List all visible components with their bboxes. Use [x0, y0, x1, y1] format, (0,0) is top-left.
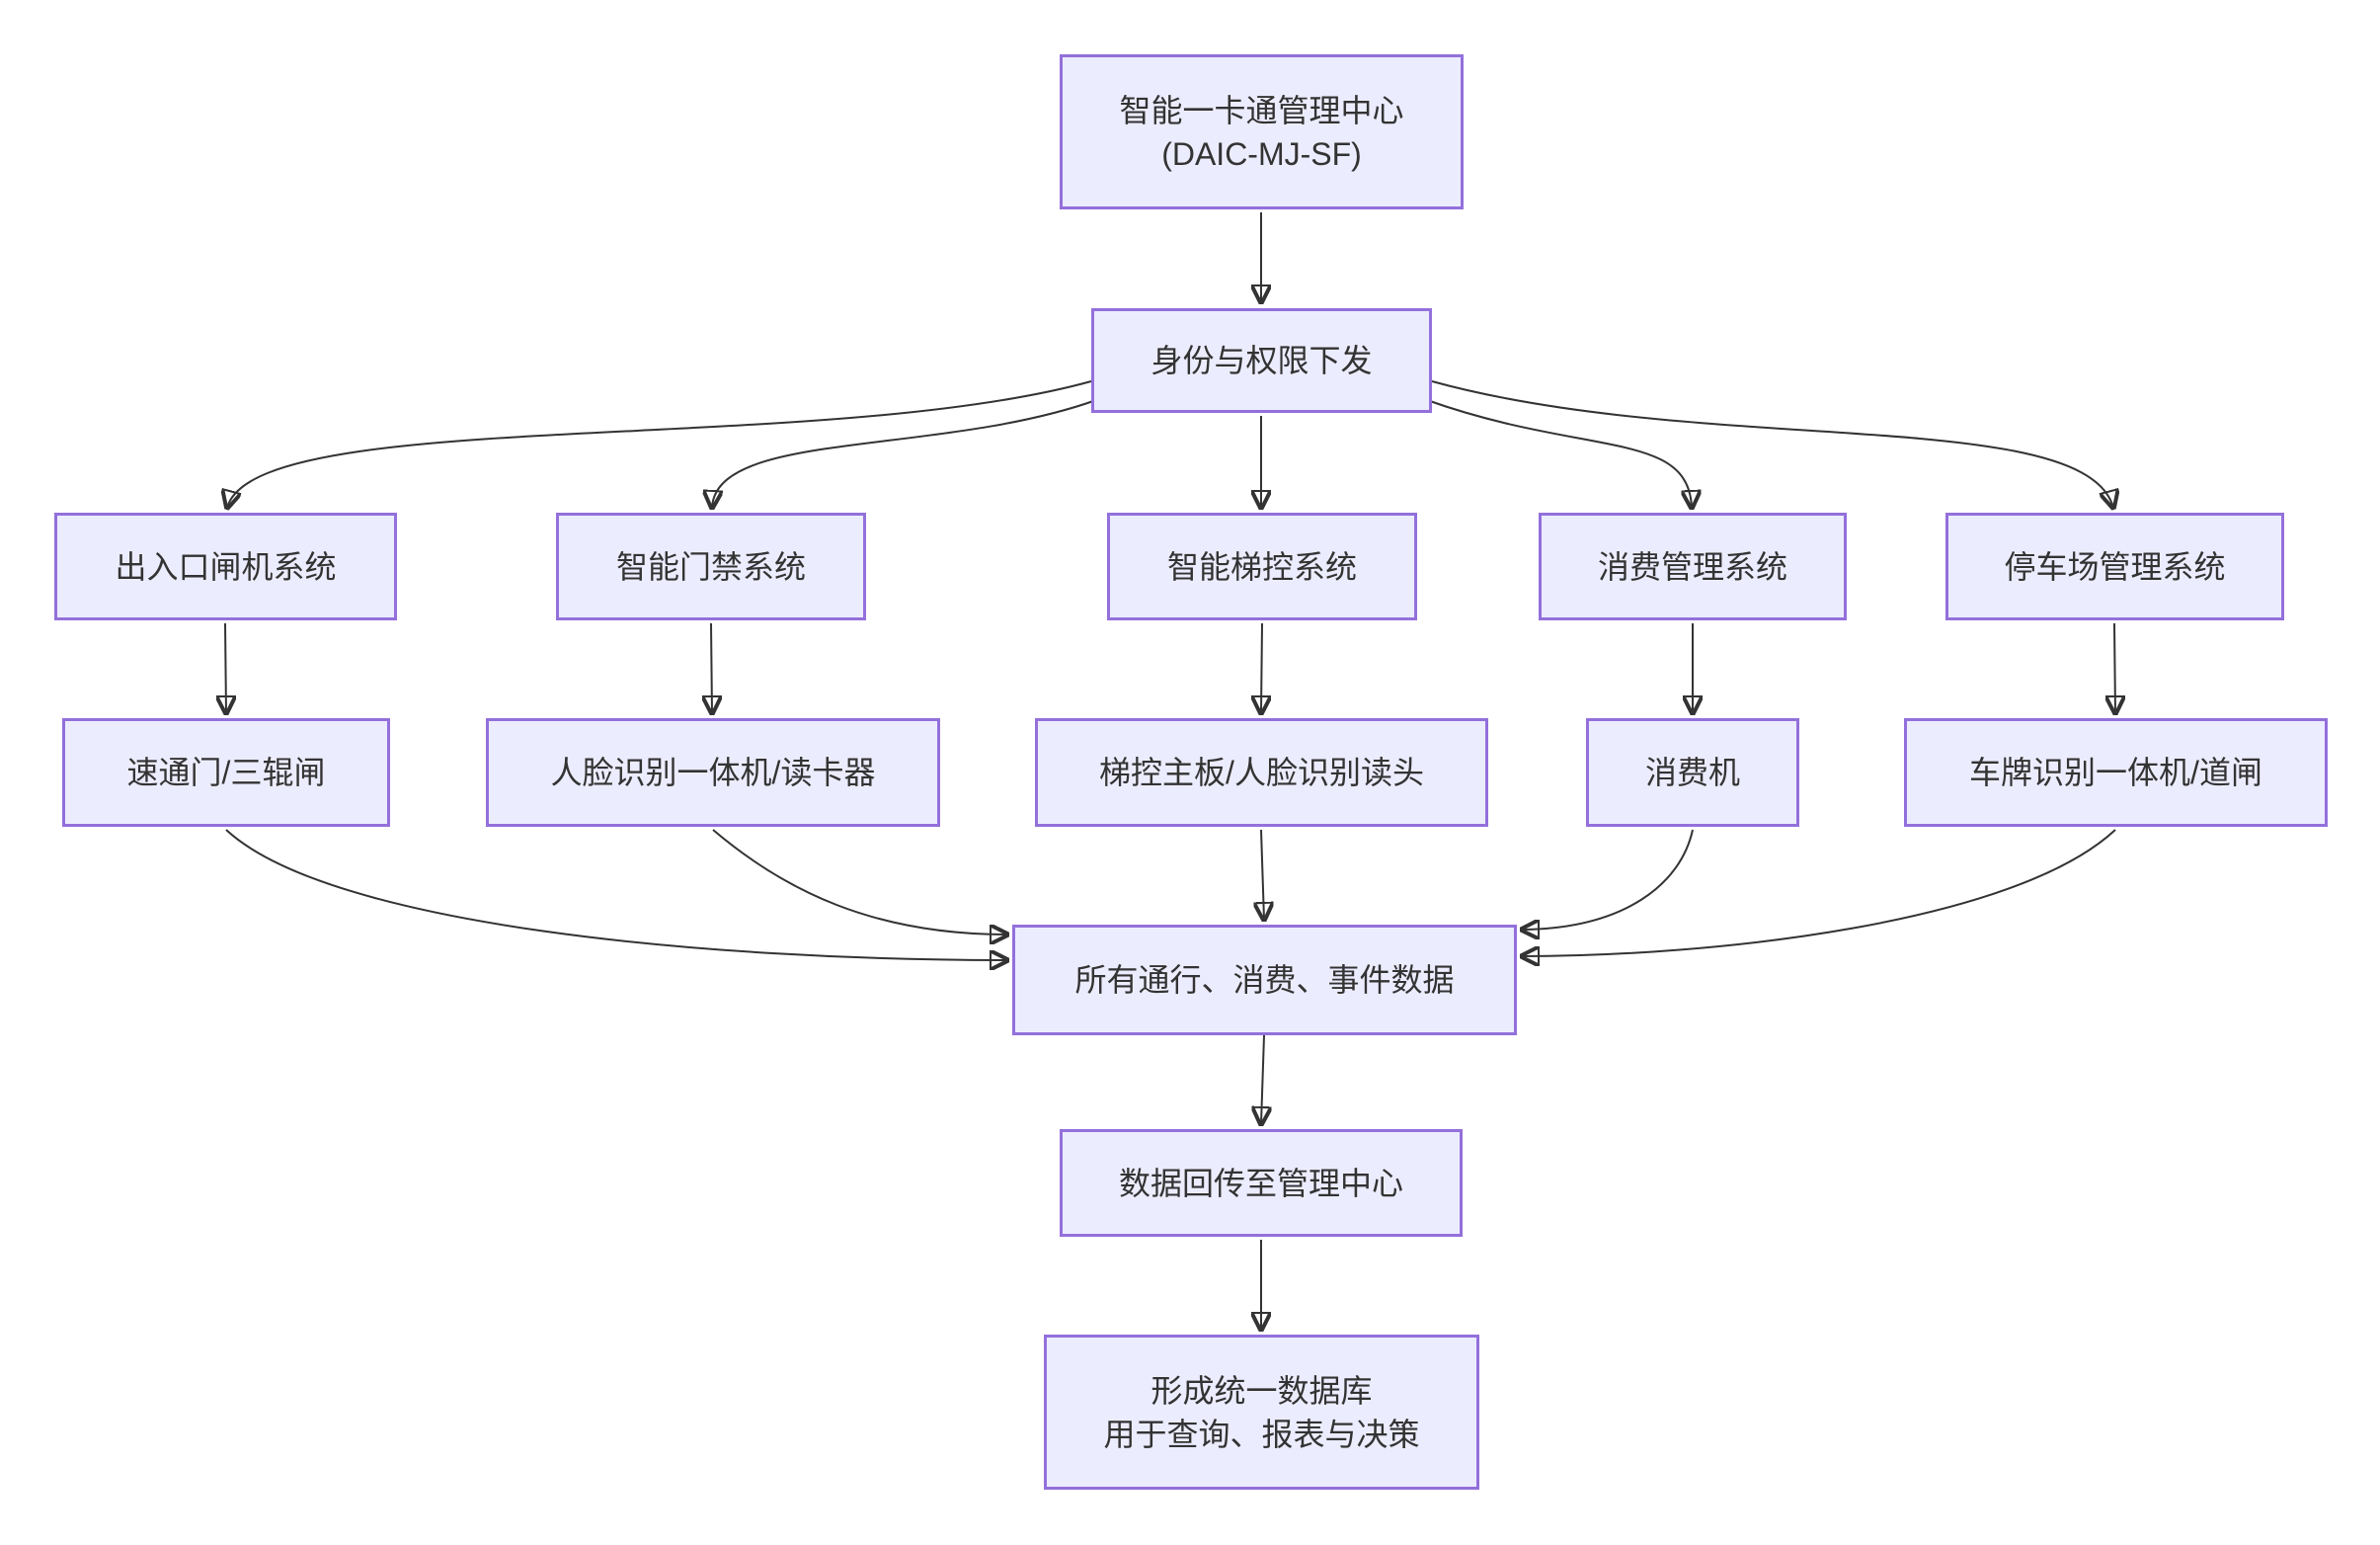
edge-access-to-face-terminal [711, 622, 712, 713]
node-identity-permission-dispatch: 身份与权限下发 [1091, 308, 1432, 413]
node-elevator-board-face-reader: 梯控主板/人脸识别读头 [1035, 718, 1488, 827]
edge-entrance-gate-to-speed-gate [225, 622, 226, 713]
node-label: (DAIC-MJ-SF) [1161, 135, 1362, 172]
node-consumption-management-system: 消费管理系统 [1539, 513, 1847, 620]
node-face-recognition-terminal-card-reader: 人脸识别一体机/读卡器 [486, 718, 940, 827]
node-label: 梯控主板/人脸识别读头 [1099, 755, 1424, 790]
node-label: 速通门/三辊闸 [126, 755, 326, 790]
node-label: 停车场管理系统 [2004, 548, 2226, 585]
node-consumption-machine: 消费机 [1586, 718, 1799, 827]
node-label: 出入口闸机系统 [115, 548, 337, 585]
edge-data-to-return [1261, 1034, 1264, 1124]
edge-plate-barrier-to-data [1522, 829, 2116, 956]
node-management-center: 智能一卡通管理中心 (DAIC-MJ-SF) [1060, 54, 1464, 209]
node-speed-gate-tripod-turnstile: 速通门/三辊闸 [62, 718, 390, 827]
node-label: 身份与权限下发 [1150, 343, 1373, 378]
node-label: 智能梯控系统 [1166, 548, 1357, 585]
node-access-control-system: 智能门禁系统 [556, 513, 866, 620]
edge-face-terminal-to-data [712, 829, 1007, 935]
node-all-transaction-event-data: 所有通行、消费、事件数据 [1012, 925, 1517, 1035]
edge-dispatch-to-access-control [712, 399, 1097, 508]
node-label: 车牌识别一体机/道闸 [1969, 755, 2262, 790]
node-label: 用于查询、报表与决策 [1103, 1416, 1420, 1452]
node-parking-management-system: 停车场管理系统 [1945, 513, 2284, 620]
node-label: 消费机 [1644, 755, 1740, 790]
edge-elevator-to-board-reader [1261, 622, 1262, 713]
node-label: 数据回传至管理中心 [1118, 1165, 1403, 1201]
node-label: 形成统一数据库 [1150, 1372, 1373, 1409]
node-label: 人脸识别一体机/读卡器 [550, 755, 876, 790]
node-label: 智能门禁系统 [615, 548, 806, 585]
edge-dispatch-to-parking [1431, 380, 2113, 508]
node-entrance-gate-system: 出入口闸机系统 [54, 513, 397, 620]
node-label: 智能一卡通管理中心 [1119, 92, 1404, 128]
node-elevator-control-system: 智能梯控系统 [1107, 513, 1417, 620]
edge-dispatch-to-entrance-gate [227, 380, 1092, 508]
edge-machine-to-data [1522, 829, 1694, 930]
edge-dispatch-to-consumption [1426, 399, 1692, 508]
node-license-plate-recognition-barrier: 车牌识别一体机/道闸 [1904, 718, 2328, 827]
edge-parking-to-plate-barrier [2114, 622, 2115, 713]
edge-board-reader-to-data [1261, 829, 1264, 920]
node-label: 所有通行、消费、事件数据 [1074, 962, 1455, 998]
node-label: 消费管理系统 [1597, 548, 1787, 585]
edge-speed-gate-to-data [225, 829, 1007, 960]
node-data-return-to-center: 数据回传至管理中心 [1060, 1129, 1463, 1237]
node-unified-database: 形成统一数据库 用于查询、报表与决策 [1044, 1335, 1479, 1490]
